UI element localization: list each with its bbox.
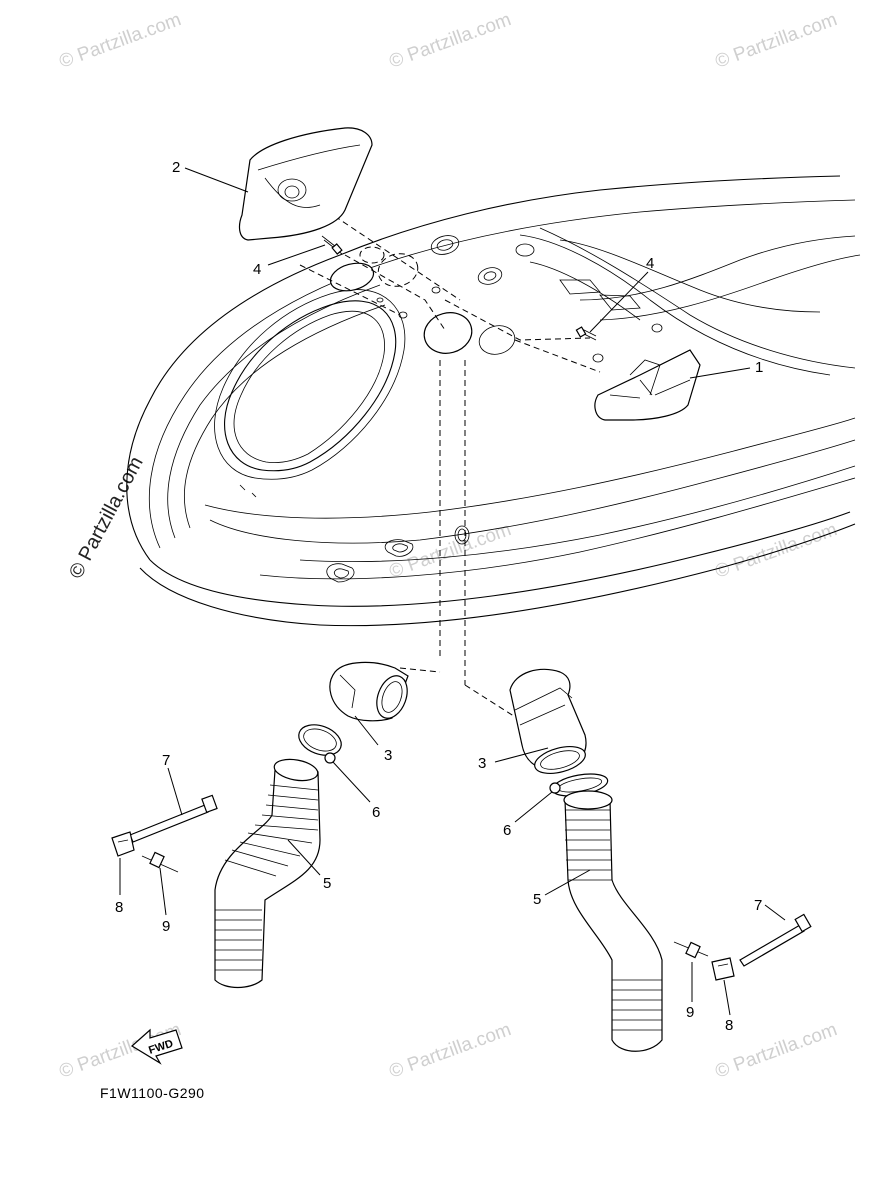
cable-tie-part-7-left bbox=[129, 794, 218, 843]
callout-8-left: 8 bbox=[115, 899, 123, 916]
clip-part-8-right bbox=[711, 957, 735, 981]
callout-5-right: 5 bbox=[533, 891, 541, 908]
watermark: © Partzilla.com bbox=[713, 9, 840, 73]
callout-7-left: 7 bbox=[162, 752, 170, 769]
hull-deck bbox=[126, 175, 861, 627]
callout-8-right: 8 bbox=[725, 1017, 733, 1034]
callout-6-right: 6 bbox=[503, 822, 511, 839]
vent-cover-part-2 bbox=[238, 127, 373, 241]
assembly-lines bbox=[299, 204, 601, 721]
rivet-part-9-right bbox=[673, 941, 709, 959]
callout-1: 1 bbox=[755, 359, 763, 376]
diagram-code: F1W1100-G290 bbox=[100, 1085, 205, 1101]
watermark: © Partzilla.com bbox=[387, 1019, 514, 1083]
callout-4-right: 4 bbox=[646, 255, 654, 272]
watermark: © Partzilla.com bbox=[387, 9, 514, 73]
callout-9-left: 9 bbox=[162, 918, 170, 935]
watermark: © Partzilla.com bbox=[57, 9, 184, 73]
callout-3-right: 3 bbox=[478, 755, 486, 772]
callout-9-right: 9 bbox=[686, 1004, 694, 1021]
watermark: © Partzilla.com bbox=[713, 519, 840, 583]
callout-2: 2 bbox=[172, 159, 180, 176]
callout-7-right: 7 bbox=[754, 897, 762, 914]
clip-part-8-left bbox=[111, 831, 135, 857]
vent-cover-part-1 bbox=[594, 349, 701, 421]
callout-6-left: 6 bbox=[372, 804, 380, 821]
screw-part-4-right bbox=[575, 326, 597, 341]
forward-arrow-icon: FWD bbox=[130, 1028, 183, 1065]
hose-part-5-left bbox=[214, 758, 321, 989]
hose-part-5-right bbox=[563, 790, 663, 1052]
duct-elbow-part-3-right bbox=[509, 668, 587, 775]
rivet-part-9-left bbox=[141, 851, 179, 873]
duct-elbow-part-3-left bbox=[329, 661, 409, 722]
callouts: 2 4 4 1 3 3 6 6 5 5 7 7 8 9 9 8 bbox=[115, 159, 763, 1034]
callout-3-left: 3 bbox=[384, 747, 392, 764]
watermark-diagonal: © Partzilla.com bbox=[65, 453, 148, 582]
screw-part-4-left bbox=[321, 235, 343, 255]
hose-clamp-part-6-left bbox=[298, 724, 342, 764]
leader-lines bbox=[119, 167, 786, 1016]
cable-tie-part-7-right bbox=[739, 913, 812, 967]
callout-5-left: 5 bbox=[323, 875, 331, 892]
callout-4-left: 4 bbox=[253, 261, 261, 278]
